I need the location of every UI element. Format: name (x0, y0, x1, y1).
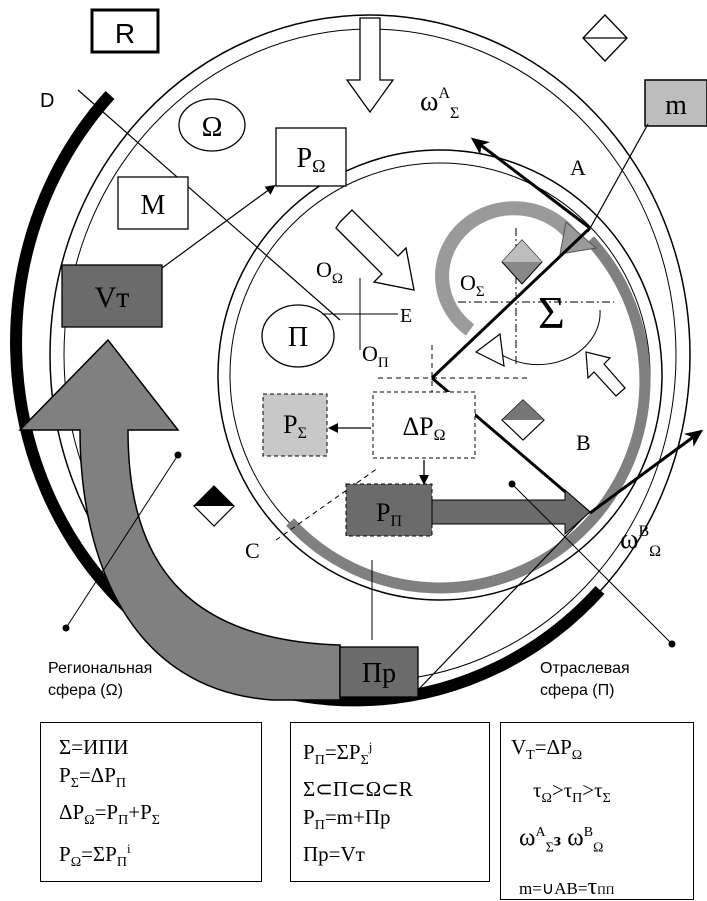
regional-sphere-caption: Региональная сфера (Ω) (48, 658, 152, 702)
inner-gray-arc (285, 236, 651, 594)
small-hollow-arrow (585, 351, 626, 397)
formula-box-3: VT=ΔPΩ τΩ>τП>τΣ ωAΣз ωBΩ m=∪AB=τПП (500, 722, 694, 900)
d-label: D (40, 90, 54, 112)
sector-caption-line1: Отраслевая (540, 660, 630, 677)
o-pi-label: OП (362, 341, 389, 371)
sector-leader-line (511, 483, 673, 645)
vt-to-pomega-arrow (161, 184, 276, 269)
diagonal-hollow-arrow (335, 209, 415, 291)
p-pi-to-b-arrow (431, 488, 591, 536)
line-o-to-a (430, 226, 592, 380)
delta-p-omega-box (372, 391, 476, 459)
regional-dot-lower (62, 624, 70, 632)
p-omega-box (275, 127, 347, 187)
formula-1-2: PΣ=ΔPП (59, 763, 126, 792)
p-omega-label: PΩ (297, 143, 326, 176)
o-omega-label: OΩ (316, 257, 343, 287)
diamond-icon-left (193, 485, 235, 527)
c-label: C (245, 538, 260, 563)
formula-3-4: m=∪AB=τПП (519, 873, 615, 900)
pi-circle (261, 304, 335, 368)
vt-label: Vт (95, 281, 130, 314)
omega-a-arrow (470, 137, 591, 230)
omega-circle (178, 98, 246, 152)
a-label: A (570, 155, 586, 180)
omega-b-omega-label: ωBΩ (620, 523, 661, 560)
m-upper-label: M (141, 190, 166, 221)
formula-1-3: ΔPΩ=PП+PΣ (59, 800, 160, 829)
b-label: B (576, 430, 591, 455)
diamond-icon-top (582, 14, 628, 62)
pr-label: Пр (362, 658, 396, 689)
line-d (77, 89, 341, 321)
r-box (90, 8, 160, 54)
sigma-outer-arrow (435, 201, 581, 336)
r-label: R (115, 18, 135, 49)
m-pointer-line (587, 123, 649, 233)
sigma-inner-arrow-head (474, 332, 505, 368)
vt-box (61, 264, 163, 328)
pr-box (339, 646, 419, 698)
pi-label: П (288, 322, 308, 353)
top-hollow-arrow (345, 17, 395, 114)
pr-to-b-line (417, 513, 588, 691)
e-label: E (400, 305, 412, 327)
formula-box-2: PП=ΣPΣj Σ⊂П⊂Ω⊂R PП=m+Пр Пр=Vт (290, 722, 490, 882)
diamond-icon-sigma (501, 239, 543, 285)
regional-caption-line2: сфера (Ω) (48, 682, 123, 699)
dashed-c-line (275, 467, 379, 541)
formula-3-1: VT=ΔPΩ (511, 735, 583, 764)
formula-2-4: Пр=Vт (303, 842, 365, 867)
omega-label: Ω (202, 112, 223, 143)
sector-dot-lower (668, 640, 676, 648)
formula-1-1: Σ=ИПИ (59, 735, 129, 759)
o-sigma-label: OΣ (460, 270, 485, 300)
sigma-inner-arrow-outline (494, 309, 601, 366)
big-curved-arrow (18, 338, 341, 701)
formula-3-2: τΩ>τП>τΣ (533, 778, 611, 807)
formula-2-1: PП=ΣPΣj (303, 739, 373, 769)
omega-a-sigma-label: ωAΣ (420, 85, 459, 122)
inner-ellipse (217, 149, 663, 601)
formula-3-3: ωAΣз ωBΩ (519, 824, 604, 856)
omega-b-arrow (589, 429, 704, 515)
m-label: m (665, 90, 687, 121)
m-box (644, 79, 707, 127)
sector-sphere-caption: Отраслевая сфера (П) (540, 658, 630, 702)
sigma-label: Σ (538, 287, 565, 338)
formula-2-3: PП=m+Пр (303, 805, 391, 834)
regional-caption-line1: Региональная (48, 660, 153, 677)
diamond-icon-right (501, 399, 545, 441)
formula-1-4: PΩ=ΣPПi (59, 841, 131, 871)
sector-caption-line2: сфера (П) (540, 682, 615, 699)
m-upper-box (117, 176, 189, 230)
regional-leader-line (65, 454, 179, 629)
p-sigma-box (262, 393, 328, 457)
formula-2-2: Σ⊂П⊂Ω⊂R (303, 777, 413, 802)
formula-box-1: Σ=ИПИ PΣ=ΔPП ΔPΩ=PП+PΣ PΩ=ΣPПi (40, 722, 262, 882)
